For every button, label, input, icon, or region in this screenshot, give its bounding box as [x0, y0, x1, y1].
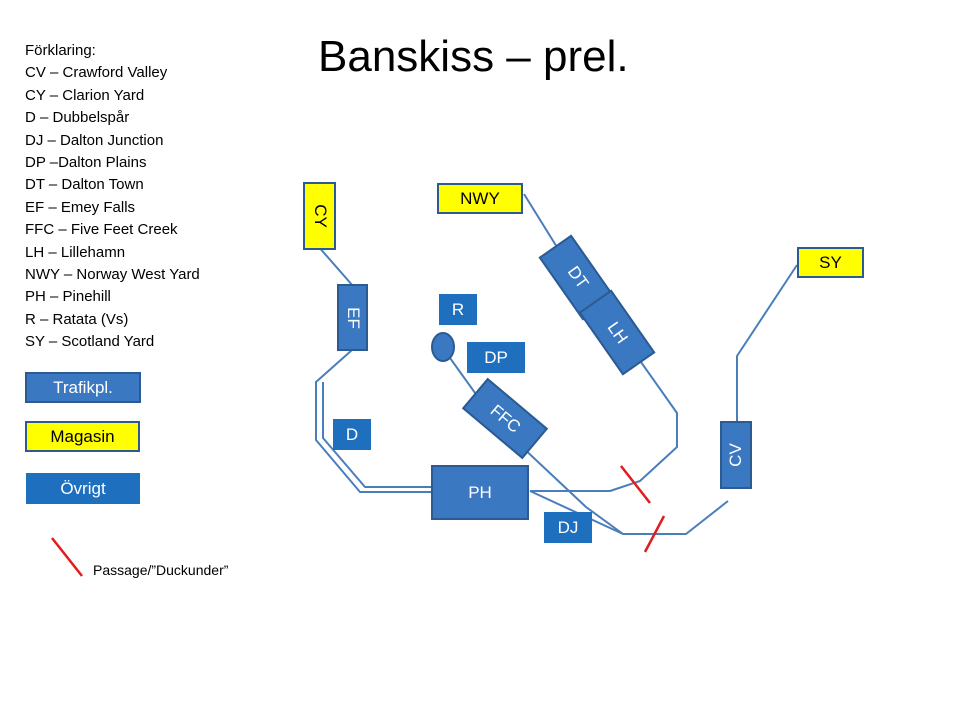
box-dj: DJ: [544, 512, 592, 543]
passage-mark: [620, 465, 651, 504]
passage-key-mark: [51, 537, 83, 577]
legend-item: R – Ratata (Vs): [25, 310, 129, 328]
box-ph: PH: [431, 465, 529, 520]
legend-item: PH – Pinehill: [25, 288, 111, 306]
track-ef-ph-inner: [322, 382, 432, 488]
box-sy: SY: [797, 247, 864, 278]
legend-item: DP –Dalton Plains: [25, 154, 147, 172]
legend-item: LH – Lillehamn: [25, 243, 126, 261]
legend-item: DJ – Dalton Junction: [25, 131, 164, 149]
box-nwy: NWY: [437, 183, 523, 214]
legend-heading: Förklaring:: [25, 42, 96, 59]
box-cv: CV: [720, 421, 752, 489]
legend: Förklaring: CV – Crawford Valley CY – Cl…: [25, 40, 200, 354]
legend-item: D – Dubbelspår: [25, 109, 130, 127]
key-yard: Magasin: [25, 421, 140, 452]
box-d: D: [333, 419, 371, 450]
box-cy: CY: [303, 182, 336, 250]
legend-item: NWY – Norway West Yard: [25, 266, 200, 284]
page-title: Banskiss – prel.: [318, 32, 629, 81]
track-nwy-lh: [523, 193, 561, 253]
track-cy-ef: [317, 245, 354, 287]
passage-mark: [643, 515, 666, 553]
box-ef: EF: [337, 284, 368, 351]
legend-item: FFC – Five Feet Creek: [25, 221, 178, 239]
box-r: R: [439, 294, 477, 325]
legend-item: SY – Scotland Yard: [25, 333, 155, 351]
legend-item: DT – Dalton Town: [25, 176, 144, 194]
track-sy-cv: [736, 264, 798, 422]
key-passage-label: Passage/”Duckunder”: [93, 562, 229, 578]
box-dp: DP: [467, 342, 525, 373]
legend-item: CY – Clarion Yard: [25, 86, 145, 104]
track-ef-ph-outer: [315, 349, 432, 493]
key-station: Trafikpl.: [25, 372, 141, 403]
ratata-terminal: [431, 332, 455, 362]
legend-item: EF – Emey Falls: [25, 198, 136, 216]
track-lh-south: [530, 354, 678, 492]
key-other: Övrigt: [26, 473, 140, 504]
legend-item: CV – Crawford Valley: [25, 64, 168, 82]
